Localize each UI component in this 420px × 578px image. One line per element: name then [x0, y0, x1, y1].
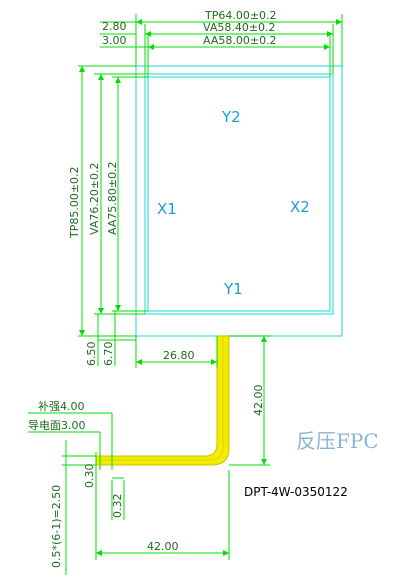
electrode-x1: X1	[157, 200, 177, 218]
electrode-labels: Y2 X1 X2 Y1	[157, 108, 310, 298]
dimension-arrows	[79, 19, 342, 556]
aa-outline	[147, 76, 331, 312]
stiffener-label: 补强4.00	[38, 400, 85, 413]
conductive-side-label: 导电面3.00	[28, 419, 86, 432]
left-offset-outer-label: 2.80	[102, 20, 127, 33]
tail-length-label: 42.00	[252, 385, 265, 417]
aa-width-label: AA58.00±0.2	[203, 34, 277, 47]
electrode-x2: X2	[290, 198, 310, 216]
fpc-tail-trace	[96, 336, 224, 461]
bottom-offset-inner-label: 6.70	[102, 342, 115, 367]
dimension-lines	[28, 14, 343, 575]
va-outline	[144, 73, 334, 315]
va-width-label: VA58.40±0.2	[203, 21, 276, 34]
bottom-offset-outer-label: 6.50	[85, 342, 98, 367]
electrode-y1: Y1	[223, 280, 243, 298]
gap-top-label: 0.30	[83, 464, 96, 489]
left-offset-inner-label: 3.00	[102, 34, 127, 47]
va-height-label: VA76.20±0.2	[88, 162, 101, 235]
tp-height-label: TP85.00±0.2	[68, 166, 81, 239]
pitch-formula-label: 0.5*(6-1)=2.50	[50, 485, 63, 568]
aa-height-label: AA75.80±0.2	[106, 161, 119, 235]
tail-offset-label: 26.80	[163, 349, 195, 362]
gap-bottom-label: 0.32	[111, 494, 124, 519]
tail-width-label: 42.00	[147, 540, 179, 553]
drawing-title: 反压FPC	[296, 429, 379, 453]
part-number: DPT-4W-0350122	[244, 485, 348, 499]
tp-width-label: TP64.00±0.2	[204, 9, 277, 22]
dimension-labels: TP64.00±0.2 VA58.40±0.2 AA58.00±0.2 2.80…	[28, 9, 277, 568]
electrode-y2: Y2	[221, 108, 241, 126]
